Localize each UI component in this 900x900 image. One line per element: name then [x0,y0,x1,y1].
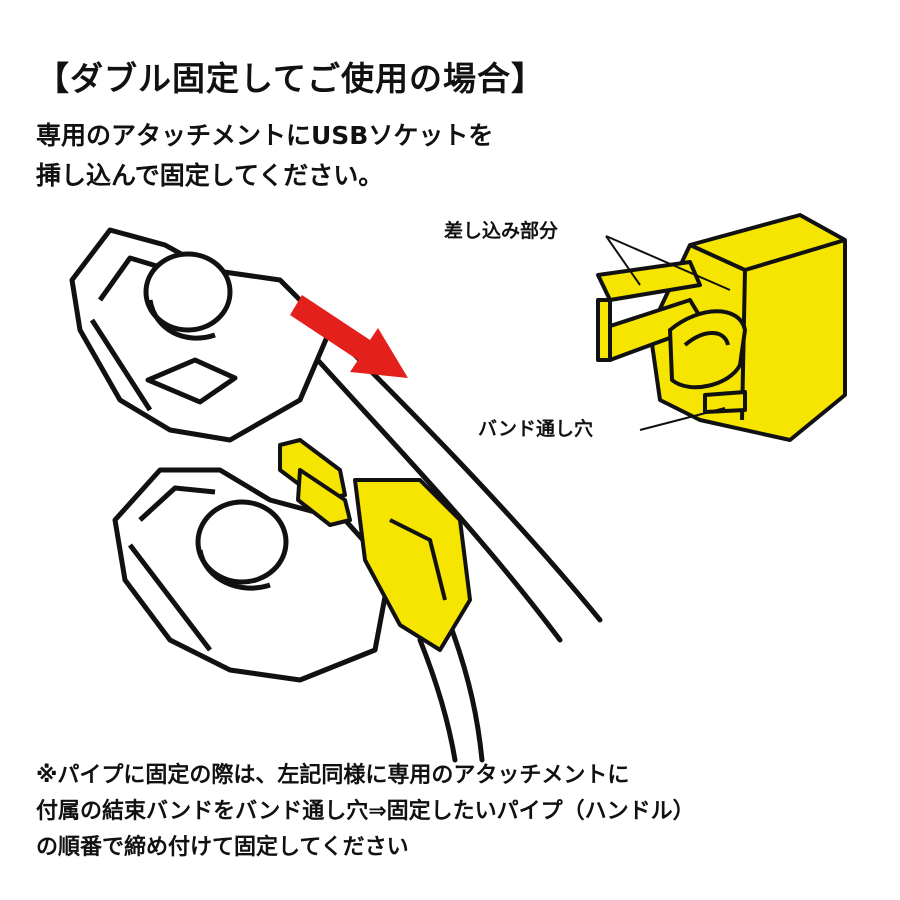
upper-socket [69,227,333,443]
lower-socket [112,467,393,683]
red-arrow [290,295,408,378]
attachment-detail [596,213,847,442]
note-line-1: ※パイプに固定の際は、左記同様に専用のアタッチメントに [36,763,630,788]
intro-line-2: 挿し込んで固定してください。 [36,161,384,190]
attachment-illustration [278,438,472,652]
callout-insertion-part: 差し込み部分 [444,220,559,242]
intro-line-1: 専用のアタッチメントにUSBソケットを [36,121,494,150]
page-title: 【ダブル固定してご使用の場合】 [36,59,546,98]
callout-lines [605,235,731,431]
callout-band-hole: バンド通し穴 [478,418,593,440]
note-text: ※パイプに固定の際は、左記同様に専用のアタッチメントに 付属の結束バンドをバンド… [36,758,695,866]
note-line-2: 付属の結束バンドをバンド通し穴⇒固定したいパイプ（ハンドル） [36,799,695,824]
note-line-3: の順番で締め付けて固定してください [36,835,409,860]
intro-text: 専用のアタッチメントにUSBソケットを 挿し込んで固定してください。 [36,116,493,196]
